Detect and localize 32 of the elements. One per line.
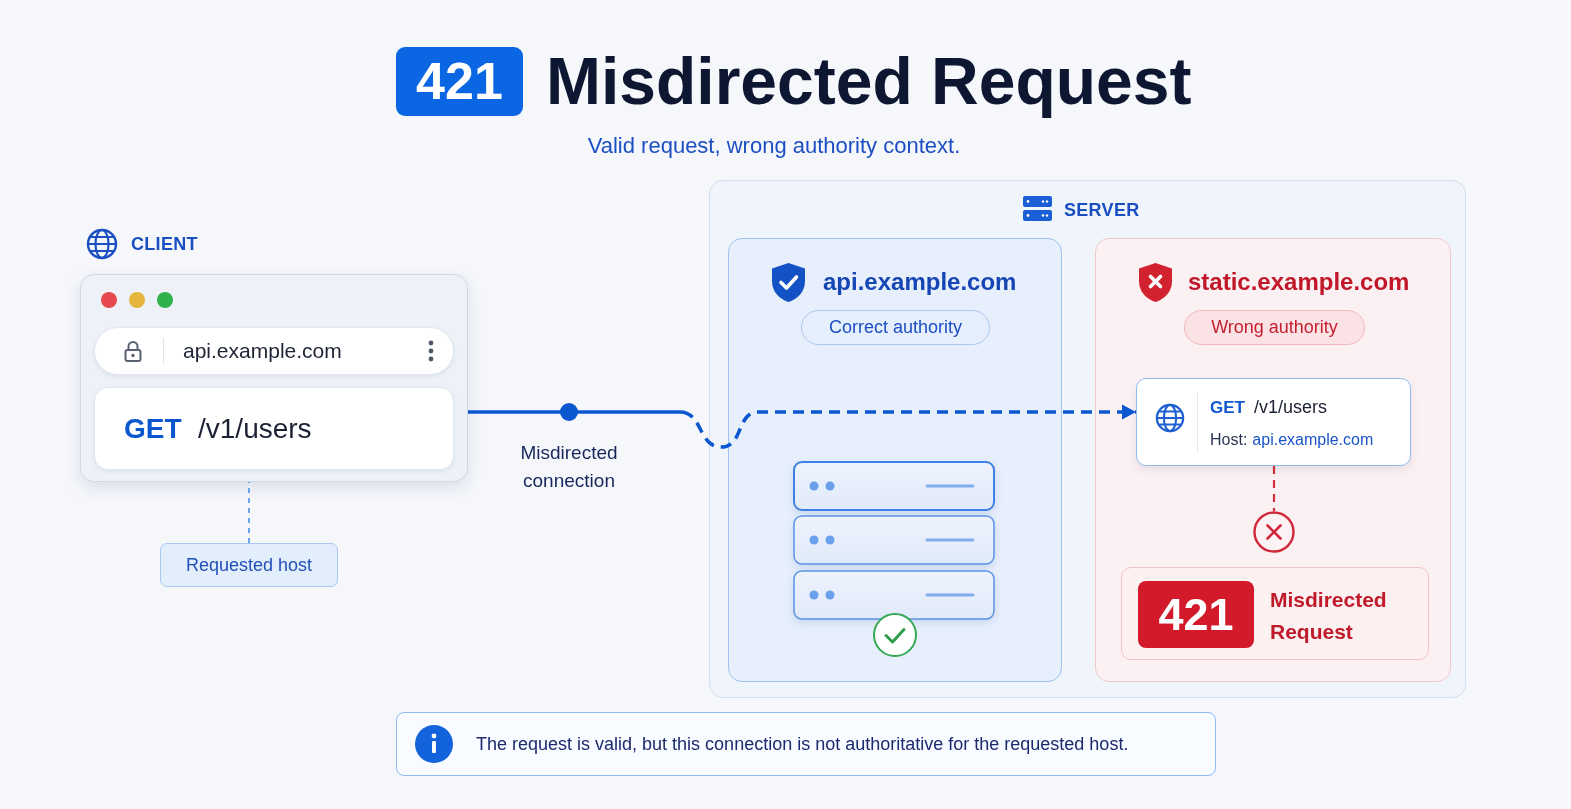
leader-line [248, 481, 250, 544]
host-heading: api.example.com [823, 267, 1017, 297]
header-name: Host: [1210, 430, 1248, 450]
info-banner [396, 712, 1216, 776]
error-x-circle [1253, 511, 1295, 553]
page-title: Misdirected Request [546, 43, 1192, 120]
status-code-badge: 421 [1138, 581, 1254, 648]
authority-panel [1095, 238, 1451, 682]
subtitle: Valid request, wrong authority context. [587, 133, 961, 158]
server-panel [709, 180, 1466, 698]
request-path: /v1/users [1253, 396, 1327, 418]
status-code-badge: 421 [396, 47, 523, 116]
section-heading: CLIENT [131, 233, 198, 255]
section-heading: SERVER [1064, 199, 1140, 221]
connector-arrow [468, 404, 1136, 449]
authority-tag: Correct authority [801, 310, 990, 345]
host-heading: static.example.com [1188, 267, 1410, 297]
request-path: /v1/users [198, 412, 312, 446]
request-card [1136, 378, 1411, 466]
authority-panel [728, 238, 1062, 682]
error-result-panel [1121, 567, 1429, 660]
http-method: GET [1210, 397, 1245, 419]
dashed-connector [1272, 466, 1276, 511]
note-text: The request is valid, but this connection is not authoritative for the requested host. [476, 733, 1129, 755]
http-method: GET [124, 412, 182, 446]
request-card [94, 387, 454, 470]
host-tag: Requested host [160, 543, 338, 587]
header-value: api.example.com [1252, 430, 1374, 450]
status-text: Misdirected Request [1270, 587, 1388, 645]
address-bar [94, 327, 454, 375]
url-text: api.example.com [183, 339, 342, 363]
authority-tag: Wrong authority [1184, 310, 1365, 345]
